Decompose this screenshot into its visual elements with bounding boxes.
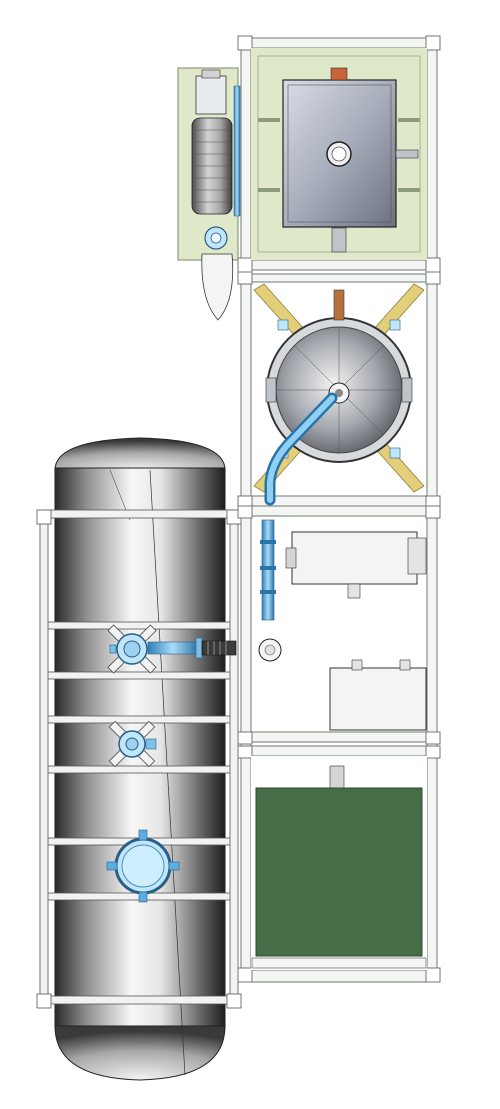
frame-beam [240, 37, 438, 49]
bay-top [251, 48, 427, 260]
tank-frame-post-left [39, 511, 49, 1007]
frame-beam [240, 505, 438, 517]
outlet-flange [195, 637, 203, 659]
frame-beam [240, 745, 438, 757]
tank-band [44, 715, 236, 724]
tank-band [44, 671, 236, 680]
filter-motor [195, 75, 227, 115]
bay-bottom [251, 756, 427, 970]
tank-nozzle-middle [108, 720, 157, 768]
outlet-pipe [147, 641, 199, 655]
green-tank-panel [255, 787, 423, 957]
tank-manhole [106, 829, 180, 903]
vertical-tank [36, 437, 242, 1081]
bay-cone [253, 283, 425, 506]
frame-beam [240, 259, 438, 271]
frame-beam [240, 969, 438, 983]
bay-pump [258, 519, 427, 731]
tank-band [44, 509, 236, 519]
chamber-viewport [326, 141, 352, 167]
frame-beam [240, 731, 438, 743]
tank-bottom-dish [54, 1025, 226, 1081]
tank-band [44, 621, 236, 630]
skid-frame [237, 35, 441, 983]
outlet-bellows [201, 640, 237, 656]
tank-band [44, 765, 236, 774]
tank-frame-post-right [229, 511, 239, 1007]
tank-nozzle-upper [107, 624, 157, 674]
pump-housing [291, 531, 418, 585]
frame-beam [240, 273, 438, 283]
control-box [329, 667, 427, 731]
filter-assembly [177, 67, 241, 321]
tank-top-dish [54, 437, 226, 471]
filter-bowl [201, 253, 234, 321]
tank-band [44, 995, 236, 1005]
